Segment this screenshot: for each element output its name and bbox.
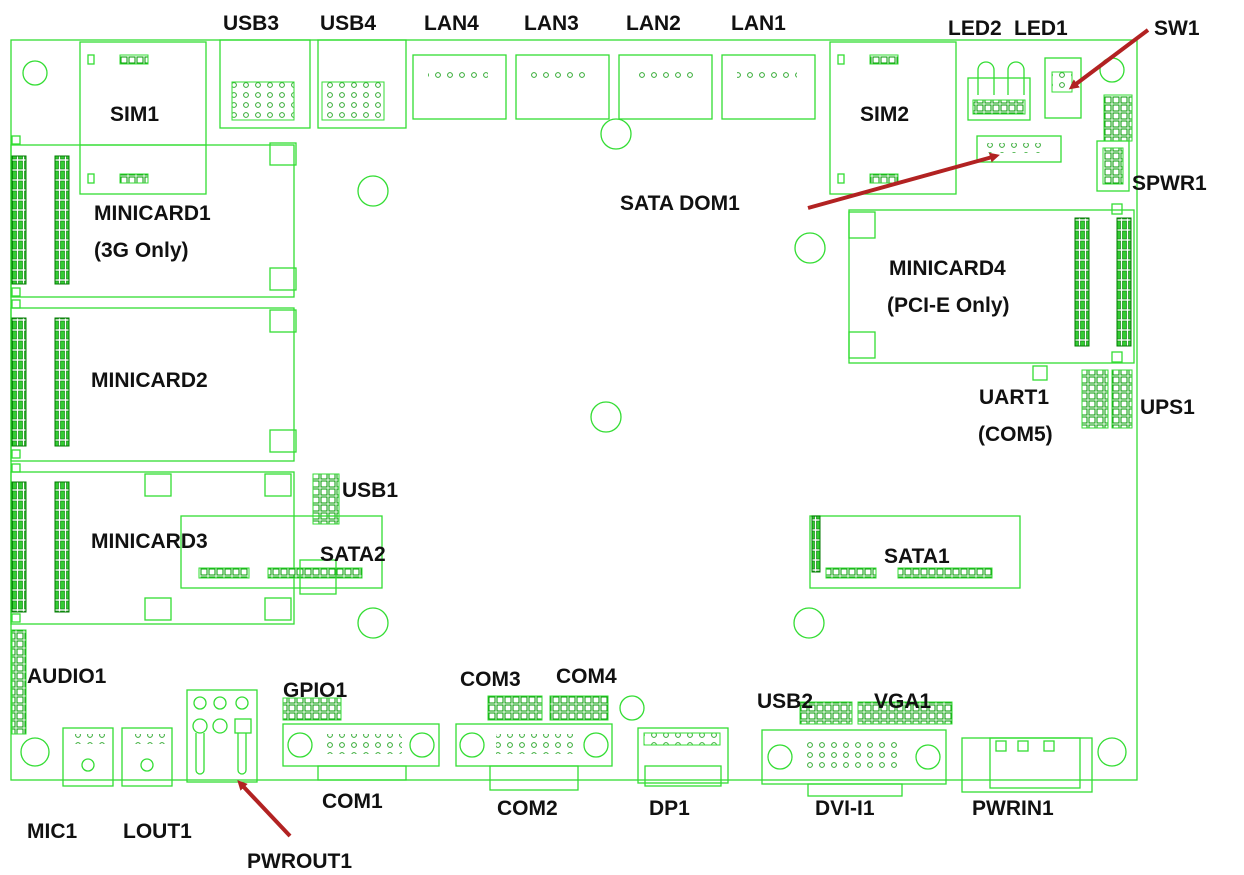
label-lan2: LAN2 [626, 12, 681, 35]
label-com1: COM1 [322, 790, 383, 813]
label-mic1: MIC1 [27, 820, 77, 843]
label-minicard1: MINICARD1 [94, 202, 211, 225]
component-labels: USB3 USB4 LAN4 LAN3 LAN2 LAN1 LED2 LED1 … [27, 12, 1207, 873]
sata1-connector [809, 515, 1021, 589]
label-spwr1: SPWR1 [1132, 172, 1207, 195]
label-usb4: USB4 [320, 12, 376, 35]
label-usb2: USB2 [757, 690, 813, 713]
dp1-connector [637, 727, 729, 787]
usb3-connector [219, 39, 311, 129]
label-sim2: SIM2 [860, 103, 909, 126]
label-pwrin1: PWRIN1 [972, 797, 1054, 820]
label-vga1: VGA1 [874, 690, 932, 713]
label-pwrout1: PWROUT1 [247, 850, 352, 873]
com3-header [487, 695, 543, 721]
label-ups1: UPS1 [1140, 396, 1195, 419]
pwrin1-connector [961, 737, 1093, 793]
label-dvi-i1: DVI-I1 [815, 797, 875, 820]
label-led2: LED2 [948, 17, 1002, 40]
label-dp1: DP1 [649, 797, 690, 820]
label-minicard1-note: (3G Only) [94, 239, 189, 262]
callout-arrows [237, 28, 1150, 838]
label-com2: COM2 [497, 797, 558, 820]
pwrout1-connector [186, 689, 258, 783]
minicard4-slot [848, 203, 1135, 381]
gpio1-header [282, 697, 342, 721]
sim2-slot [829, 41, 957, 195]
minicard2-slot [10, 299, 297, 462]
label-sata2: SATA2 [320, 543, 386, 566]
label-minicard4: MINICARD4 [889, 257, 1006, 280]
label-sw1: SW1 [1154, 17, 1200, 40]
label-lan3: LAN3 [524, 12, 579, 35]
led-switch-area [967, 57, 1133, 142]
label-usb3: USB3 [223, 12, 279, 35]
pwrout1-arrow [237, 780, 292, 838]
label-uart1-note: (COM5) [978, 423, 1053, 446]
lan-connectors [412, 54, 816, 120]
lout1-jack [121, 727, 173, 787]
usb4-connector [317, 39, 407, 129]
com2-connector [455, 723, 613, 791]
sw1-arrow [1068, 28, 1150, 90]
label-usb1: USB1 [342, 479, 398, 502]
mic1-jack [62, 727, 114, 787]
label-minicard2: MINICARD2 [91, 369, 208, 392]
com1-connector [282, 723, 440, 781]
vga1-header [857, 701, 953, 725]
label-sata1: SATA1 [884, 545, 950, 568]
minicard1-slot [10, 135, 297, 298]
label-sata-dom1: SATA DOM1 [620, 192, 740, 215]
audio1-header [11, 629, 27, 735]
sata2-connector [180, 515, 383, 595]
sata-dom1-arrow [807, 152, 1000, 210]
label-uart1: UART1 [979, 386, 1049, 409]
mounting-holes [20, 57, 1127, 767]
spwr1-connector [1096, 140, 1130, 192]
label-led1: LED1 [1014, 17, 1068, 40]
label-lout1: LOUT1 [123, 820, 192, 843]
label-gpio1: GPIO1 [283, 679, 348, 702]
uart1-header [1081, 369, 1109, 429]
sata-dom1-connector [976, 135, 1062, 163]
label-lan1: LAN1 [731, 12, 786, 35]
dvi-i1-connector [761, 729, 947, 797]
label-minicard3: MINICARD3 [91, 530, 208, 553]
label-minicard4-note: (PCI-E Only) [887, 294, 1010, 317]
ups1-header [1111, 369, 1133, 429]
label-sim1: SIM1 [110, 103, 159, 126]
label-lan4: LAN4 [424, 12, 479, 35]
label-com4: COM4 [556, 665, 617, 688]
com4-header [549, 695, 609, 721]
label-audio1: AUDIO1 [27, 665, 107, 688]
minicard3-slot [10, 463, 295, 625]
label-com3: COM3 [460, 668, 521, 691]
usb2-header [799, 701, 853, 725]
